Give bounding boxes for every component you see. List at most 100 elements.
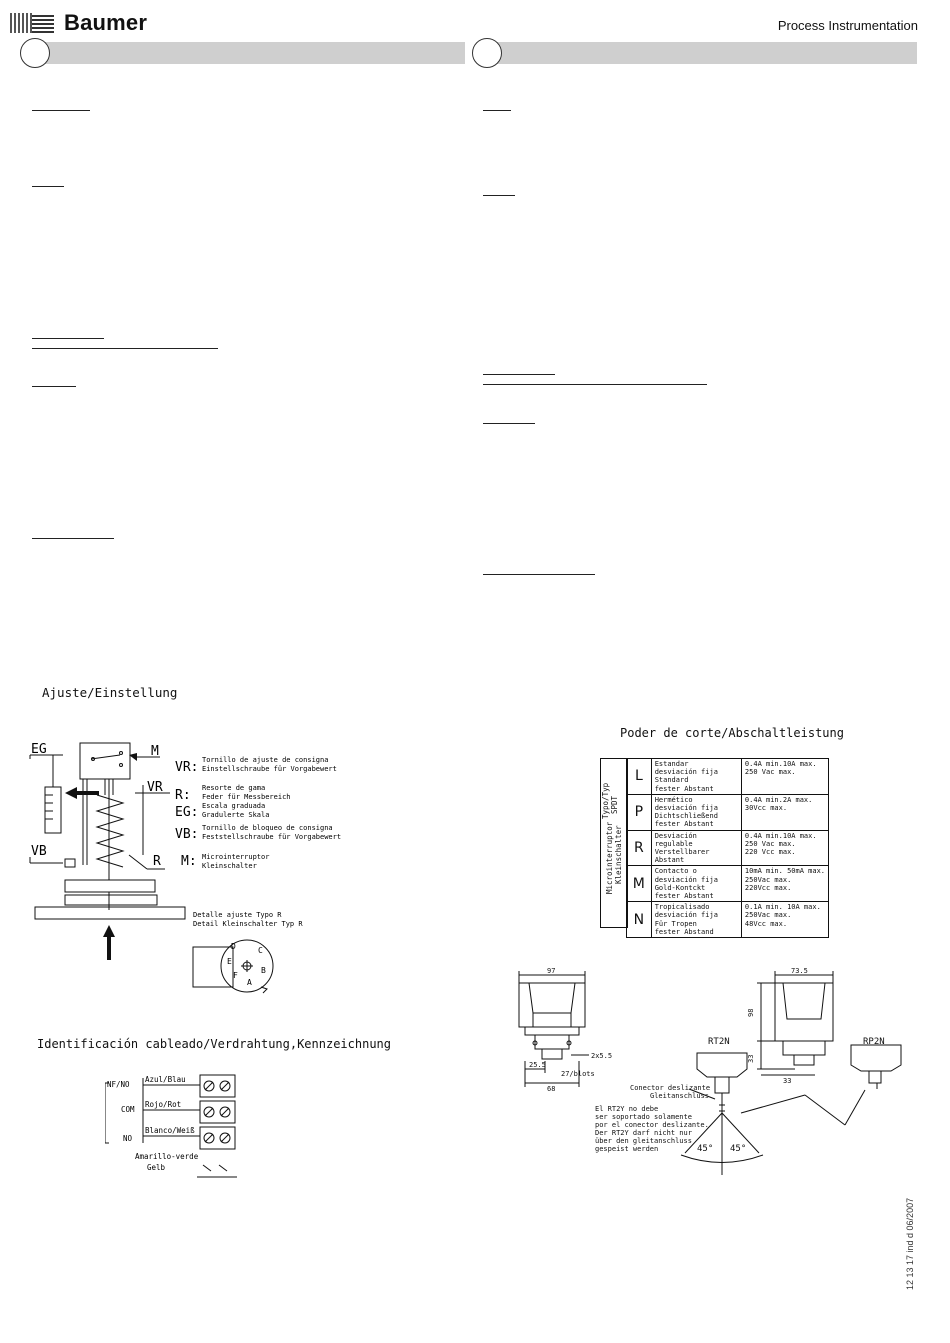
angle-label: 45°	[697, 1144, 713, 1154]
heading-rule	[32, 348, 218, 349]
rating-line: 0.4A min.10A max.	[744, 760, 817, 768]
legend-text: Tornillo de bloqueo de consigna	[202, 824, 333, 832]
wiring-title: Identificación cableado/Verdrahtung,Kenn…	[37, 1037, 392, 1051]
terminal-label: NF/NO	[107, 1080, 130, 1089]
rating-line: 0.4A min.2A max.	[744, 795, 813, 804]
description-line: Estandar	[654, 760, 689, 768]
description-line: desviación fija	[654, 768, 718, 777]
label-eg: EG	[31, 742, 47, 757]
left-header-bar	[30, 42, 465, 64]
baumer-logo-icon	[10, 13, 54, 33]
heading-rule	[32, 186, 64, 187]
heading-rule	[32, 386, 76, 387]
heading-rule	[483, 110, 511, 111]
wire-label: Amarillo-verde	[135, 1152, 199, 1161]
rating-line: 0.1A min. 10A max.	[744, 903, 821, 912]
legend-text: Microinterruptor	[202, 853, 269, 861]
dim-label: 27/blots	[561, 1070, 595, 1078]
wire-label: Gelb	[147, 1163, 166, 1172]
rt2y-note: Der RT2Y darf nicht nur	[595, 1129, 692, 1137]
side-label: Typo/Typ	[601, 782, 610, 819]
description-line: Hermético	[654, 795, 693, 804]
wiring-diagram: NF/NO COM NO Azul/Blau Rojo/Rot Blanco/W…	[105, 1074, 237, 1178]
switch-rating: 0.4A min.10A max.250 Vac max.220 Vcc max…	[740, 829, 830, 867]
model-label-rt2n: RT2N	[708, 1037, 730, 1047]
terminal-label: NO	[123, 1134, 133, 1143]
dim-label: 68	[547, 1085, 555, 1093]
dial-letter: F	[233, 971, 238, 980]
dim-label: 2x5.5	[591, 1052, 612, 1060]
label-r: R	[153, 854, 161, 869]
description-line: Desviación regulable	[654, 831, 697, 848]
detail-caption: Detail Kleinschalter Typ R	[193, 920, 303, 928]
switching-side-panel: Typo/Typ SPDT Microinterruptor Kleinscha…	[600, 758, 628, 928]
connector-note: Gleitanschluss	[650, 1092, 709, 1100]
switch-code: R	[626, 829, 652, 867]
rt2y-note: por el conector deslizante.	[595, 1121, 709, 1129]
description-line: fester Abstant	[654, 892, 714, 901]
rating-line: 250 Vac max.	[744, 768, 796, 777]
dim-label: 73.5	[791, 967, 808, 975]
switch-rating: 0.4A min.10A max.250 Vac max.	[740, 758, 830, 795]
header-tagline: Process Instrumentation	[777, 18, 918, 33]
legend-text: Gradulerte Skala	[202, 811, 269, 819]
dim-label: 97	[547, 967, 555, 975]
dim-label: 33	[783, 1077, 791, 1085]
terminal-label: COM	[121, 1105, 135, 1114]
description-line: Contacto o	[654, 867, 697, 876]
switch-rating: 0.1A min. 10A max.250Vac max.48Vcc max.	[740, 901, 830, 939]
right-language-circle	[472, 38, 502, 68]
label-vb: VB	[31, 844, 47, 859]
rt2y-note: gespeist werden	[595, 1145, 658, 1153]
wire-label: Rojo/Rot	[145, 1100, 181, 1109]
heading-rule	[483, 384, 707, 385]
description-line: Verstellbarer Abstant	[654, 848, 710, 865]
dimension-drawing: 97 73.5 98 33 33 2x5.5 27/blots 25.5 68 …	[518, 967, 902, 1175]
description-line: desviación fija	[654, 875, 718, 884]
dial-letter: E	[227, 957, 232, 966]
heading-rule	[483, 423, 535, 424]
description-line: Tropicalisado	[654, 903, 710, 912]
legend-code: VB:	[175, 827, 198, 842]
description-line: Dichtschließend	[654, 812, 718, 821]
side-label: Kleinschalter	[614, 825, 623, 884]
side-label: Microinterruptor	[605, 821, 614, 894]
rating-line: 220 Vcc max.	[744, 848, 796, 857]
rt2y-note: El RT2Y no debe	[595, 1105, 658, 1113]
rating-line: 220Vcc max.	[744, 883, 792, 892]
legend-text: Escala graduada	[202, 802, 265, 810]
legend-text: Kleinschalter	[202, 862, 257, 870]
description-line: fester Abstant	[654, 820, 714, 829]
switch-code: N	[626, 901, 652, 939]
rating-line: 250Vac max.	[744, 875, 792, 884]
wire-label: Azul/Blau	[145, 1075, 186, 1084]
heading-rule	[32, 338, 104, 339]
heading-rule	[483, 374, 555, 375]
document-id: 12 13 17 ind d 06/2007	[905, 1197, 915, 1290]
rating-line: 30Vcc max.	[744, 804, 788, 813]
dim-label: 33	[747, 1055, 755, 1063]
switch-rating: 10mA min. 50mA max.250Vac max.220Vcc max…	[740, 865, 830, 903]
legend-text: Tornillo de ajuste de consigna	[202, 756, 328, 764]
rating-line: 10mA min. 50mA max.	[744, 867, 825, 876]
dim-label: 98	[747, 1009, 755, 1017]
heading-rule	[483, 195, 515, 196]
legend-code: VR:	[175, 760, 198, 775]
description-line: Für Tropen	[654, 919, 697, 928]
connector-note: Conector deslizante	[630, 1084, 710, 1092]
dial-letter: D	[231, 942, 236, 951]
dim-label: 25.5	[529, 1061, 546, 1069]
rt2y-note: über den gleitanschluss	[595, 1137, 692, 1145]
switch-code: L	[626, 758, 652, 795]
adjust-diagram: EG M VR VB R VR: R: EG: VB: M: Tornillo …	[29, 742, 341, 994]
detail-caption: Detalle ajuste Typo R	[193, 911, 282, 919]
heading-rule	[32, 538, 114, 539]
side-label: SPDT	[610, 795, 619, 814]
legend-code: R:	[175, 788, 191, 803]
